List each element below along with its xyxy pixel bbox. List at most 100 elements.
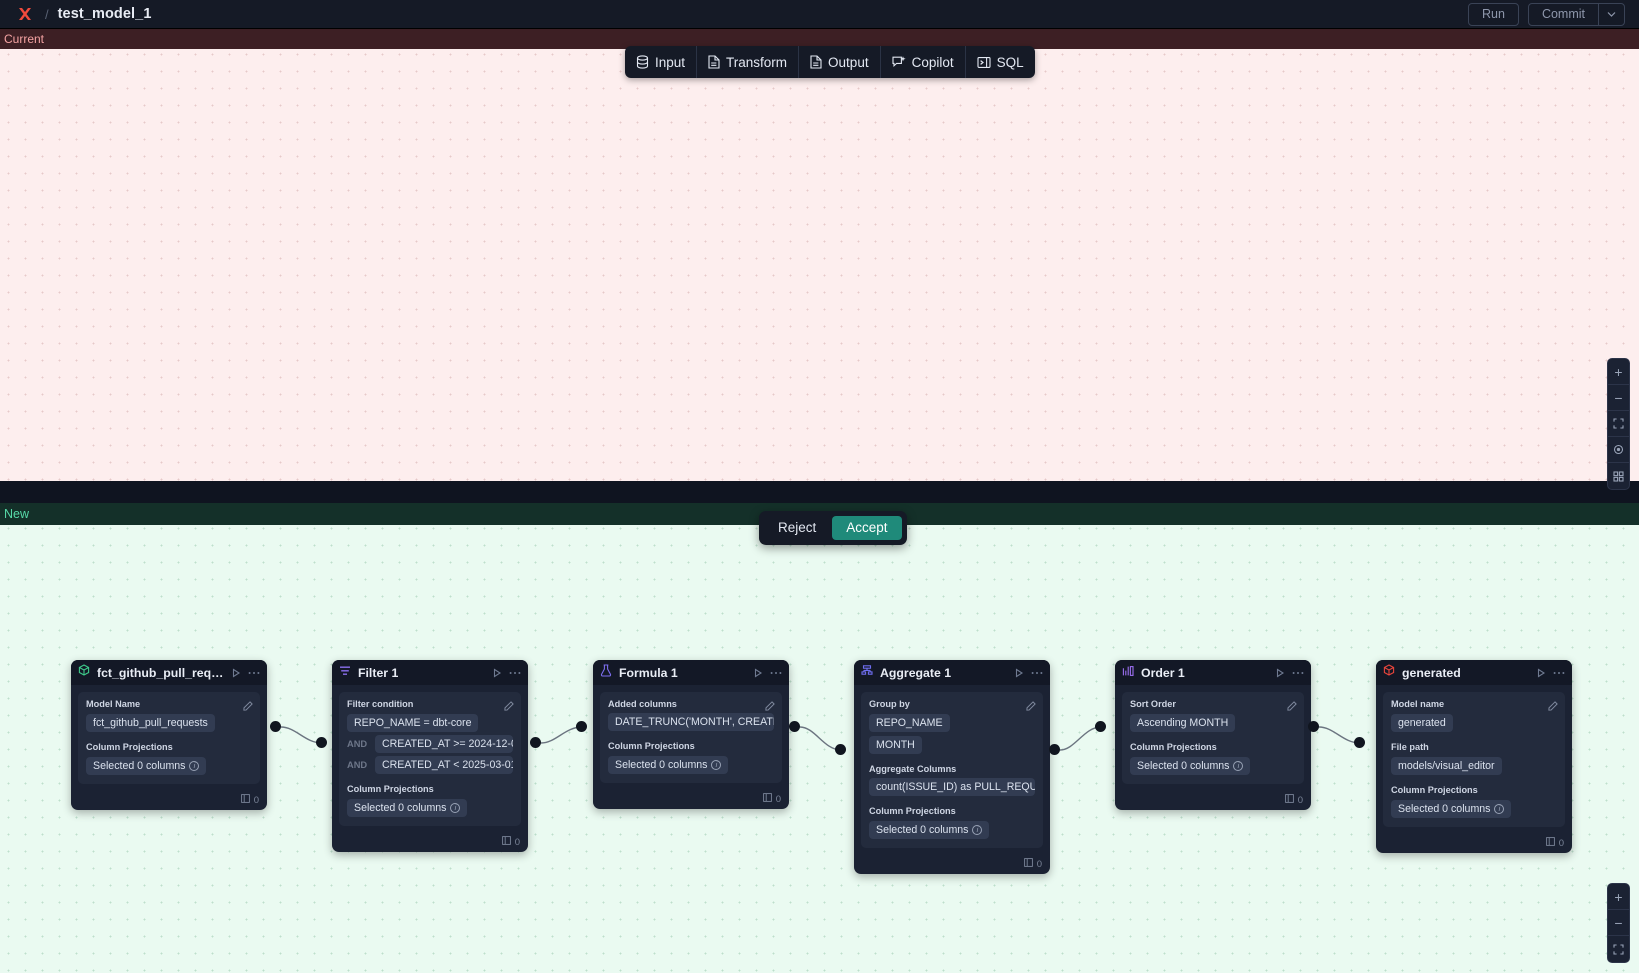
filter-condition-chip[interactable]: CREATED_AT >= 2024-12-01 <box>375 735 513 753</box>
port-out-order[interactable] <box>1308 721 1319 732</box>
port-in-generated[interactable] <box>1354 737 1365 748</box>
port-in-formula[interactable] <box>576 721 587 732</box>
info-icon[interactable]: i <box>1233 761 1244 771</box>
node-header[interactable]: Formula 1 <box>593 660 789 685</box>
node-header[interactable]: Aggregate 1 <box>854 660 1050 685</box>
port-in-aggregate[interactable] <box>835 744 846 755</box>
info-icon[interactable]: i <box>972 825 983 835</box>
filter-condition-chip[interactable]: REPO_NAME = dbt-core <box>347 714 479 732</box>
node-header[interactable]: generated <box>1376 660 1572 685</box>
info-icon[interactable]: i <box>189 761 200 771</box>
node-body: Model name generated File path models/vi… <box>1376 685 1572 834</box>
toolbar-item-transform[interactable]: Transform <box>696 46 798 78</box>
ellipsis-icon[interactable] <box>248 671 260 675</box>
node-formula-1[interactable]: Formula 1 Added columns DATE_TRUNC('MONT… <box>593 660 789 809</box>
node-header[interactable]: Filter 1 <box>332 660 528 685</box>
column-projections-text: Selected 0 columns <box>1398 803 1491 815</box>
pencil-icon[interactable] <box>243 698 253 716</box>
column-projections-chip[interactable]: Selected 0 columns i <box>1391 800 1512 818</box>
node-aggregate-1[interactable]: Aggregate 1 Group by REPO_NAME MONTH <box>854 660 1050 874</box>
filter-condition-row: AND CREATED_AT >= 2024-12-01 <box>347 735 513 753</box>
fit-screen-button[interactable] <box>1608 411 1629 437</box>
rows-icon <box>1545 837 1555 849</box>
play-icon[interactable] <box>1275 667 1285 678</box>
zoom-out-button[interactable]: − <box>1608 910 1629 936</box>
accept-button[interactable]: Accept <box>832 516 902 540</box>
pencil-icon[interactable] <box>1287 698 1297 716</box>
ellipsis-icon[interactable] <box>770 671 782 675</box>
sort-order-chip[interactable]: Ascending MONTH <box>1130 714 1236 732</box>
play-icon[interactable] <box>492 667 502 678</box>
grid-toggle-button[interactable] <box>1608 463 1629 489</box>
model-name-chip[interactable]: generated <box>1391 714 1453 732</box>
fit-screen-button[interactable] <box>1608 936 1629 962</box>
commit-button-label[interactable]: Commit <box>1541 6 1585 21</box>
node-order-1[interactable]: Order 1 Sort Order Ascending MONTH Colum… <box>1115 660 1311 810</box>
column-projections-chip[interactable]: Selected 0 columns i <box>347 799 468 817</box>
node-row-count: 0 <box>775 793 781 805</box>
info-icon[interactable]: i <box>711 760 722 770</box>
ellipsis-icon[interactable] <box>1292 671 1304 675</box>
field-label: Model Name <box>86 699 141 709</box>
field-label: Filter condition <box>347 699 414 709</box>
column-projections-chip[interactable]: Selected 0 columns i <box>869 821 990 839</box>
run-button[interactable]: Run <box>1468 2 1519 26</box>
pencil-icon[interactable] <box>1548 698 1558 716</box>
toolbar-item-input[interactable]: Input <box>625 46 696 78</box>
column-projections-chip[interactable]: Selected 0 columns i <box>608 756 729 774</box>
toolbar-item-copilot[interactable]: Copilot <box>879 46 965 78</box>
node-header[interactable]: fct_github_pull_requests <box>71 660 267 685</box>
ellipsis-icon[interactable] <box>509 671 521 675</box>
port-in-order[interactable] <box>1095 721 1106 732</box>
field-label: Model name <box>1391 699 1445 709</box>
field-value-chip[interactable]: fct_github_pull_requests <box>86 714 215 732</box>
field-label: Column Projections <box>608 741 695 751</box>
port-in-filter[interactable] <box>316 737 327 748</box>
port-out-aggregate[interactable] <box>1049 744 1060 755</box>
node-filter-1[interactable]: Filter 1 Filter condition REPO_NAME = db… <box>332 660 528 852</box>
file-path-chip[interactable]: models/visual_editor <box>1391 757 1502 775</box>
chevron-down-icon[interactable] <box>1598 3 1624 25</box>
ellipsis-icon[interactable] <box>1031 671 1043 675</box>
node-fct-github-pull-requests[interactable]: fct_github_pull_requests Model Name fct_… <box>71 660 267 810</box>
aggregate-columns-chip[interactable]: count(ISSUE_ID) as PULL_REQUEST_… <box>869 778 1035 796</box>
zoom-out-button[interactable]: − <box>1608 385 1629 411</box>
sparkle-chat-icon <box>892 55 906 69</box>
x-logo-icon[interactable] <box>14 3 36 25</box>
port-out-formula[interactable] <box>789 721 800 732</box>
play-icon[interactable] <box>1536 667 1546 678</box>
info-icon[interactable]: i <box>1494 804 1505 814</box>
pencil-icon[interactable] <box>1026 698 1036 716</box>
toolbar-item-output[interactable]: Output <box>798 46 880 78</box>
new-canvas-pane[interactable]: New fct_g <box>0 503 1639 973</box>
play-icon[interactable] <box>231 667 241 678</box>
pencil-icon[interactable] <box>765 698 775 716</box>
play-icon[interactable] <box>753 667 763 678</box>
pencil-icon[interactable] <box>504 698 514 716</box>
toolbar-item-sql[interactable]: SQL <box>964 46 1035 78</box>
play-icon[interactable] <box>1014 667 1024 678</box>
zoom-in-button[interactable]: + <box>1608 884 1629 910</box>
zoom-in-button[interactable]: + <box>1608 359 1629 385</box>
commit-split-button[interactable]: Commit <box>1527 2 1625 26</box>
port-out-source[interactable] <box>270 721 281 732</box>
column-projections-chip[interactable]: Selected 0 columns i <box>1130 757 1251 775</box>
added-columns-chip[interactable]: DATE_TRUNC('MONTH', CREATED_AT… <box>608 713 774 731</box>
node-title: generated <box>1402 665 1461 680</box>
port-out-filter[interactable] <box>530 737 541 748</box>
node-config-card: Model name generated File path models/vi… <box>1383 692 1565 827</box>
ellipsis-icon[interactable] <box>1553 671 1565 675</box>
column-projections-text: Selected 0 columns <box>876 824 969 836</box>
group-by-chip[interactable]: MONTH <box>869 736 922 754</box>
current-canvas-pane[interactable]: Current <box>0 29 1639 481</box>
filter-condition-chip[interactable]: CREATED_AT < 2025-03-01 <box>375 756 513 774</box>
node-generated[interactable]: generated Model name generated File path… <box>1376 660 1572 853</box>
recenter-button[interactable] <box>1608 437 1629 463</box>
info-icon[interactable]: i <box>450 803 461 813</box>
reject-button[interactable]: Reject <box>778 520 817 535</box>
group-by-chip[interactable]: REPO_NAME <box>869 714 950 732</box>
field-label: Aggregate Columns <box>869 764 957 774</box>
column-projections-chip[interactable]: Selected 0 columns i <box>86 757 207 775</box>
rows-icon <box>1023 858 1033 870</box>
node-header[interactable]: Order 1 <box>1115 660 1311 685</box>
